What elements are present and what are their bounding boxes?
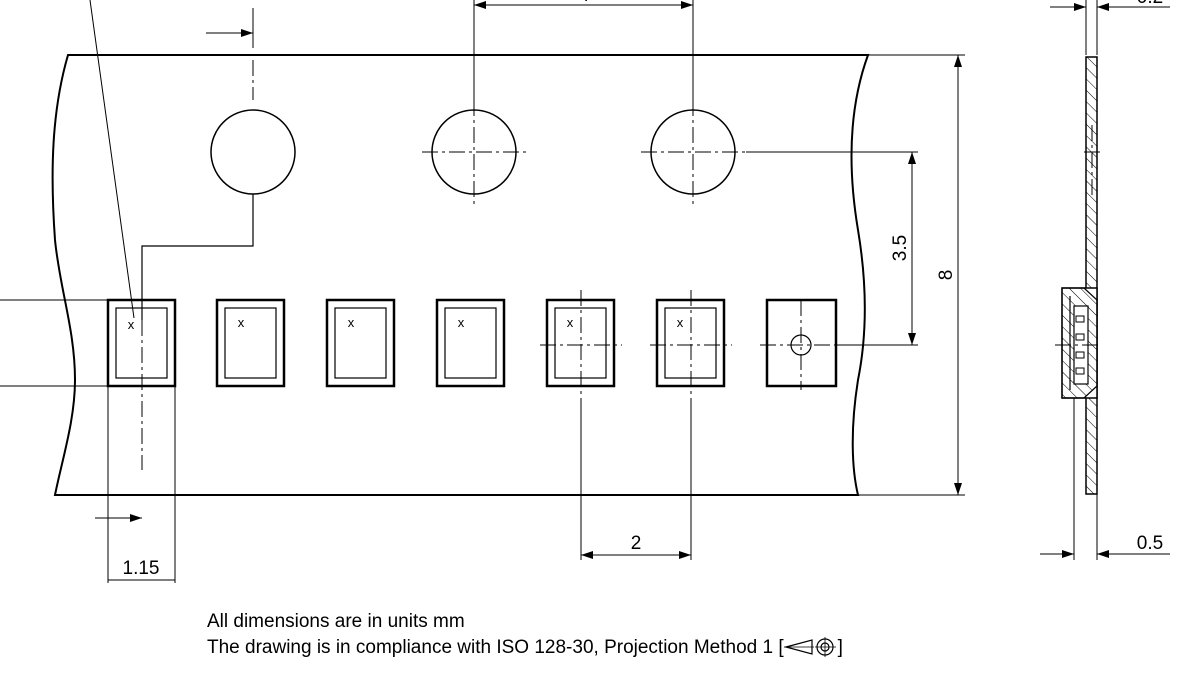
dim-tape-width: 8 (936, 270, 957, 281)
first-angle-projection-icon (783, 637, 838, 665)
pocket (325, 298, 396, 388)
pocket (545, 298, 616, 388)
pocket (106, 298, 177, 388)
pocket-leader-line (89, 0, 135, 319)
pockets (106, 298, 838, 388)
pocket-marker: x (567, 315, 574, 330)
side-dimension-lines (1040, 0, 1170, 560)
dim-hole-pitch: 4 (579, 0, 590, 6)
projection-note-end: ] (837, 637, 843, 658)
extension-lines (0, 0, 965, 583)
units-note: All dimensions are in units mm (207, 611, 465, 632)
pocket-marker: x (238, 315, 245, 330)
hole-to-pocket-leader (141, 194, 254, 320)
projection-note: The drawing is in compliance with ISO 12… (207, 635, 843, 665)
pocket (215, 298, 286, 388)
pocket-empty (765, 298, 838, 388)
pocket (655, 298, 726, 388)
center-lines (141, 60, 840, 470)
pocket-marker: x (677, 315, 684, 330)
projection-note-text: The drawing is in compliance with ISO 12… (207, 637, 784, 658)
tape-outline (51, 54, 870, 496)
pocket-marker: x (458, 315, 465, 330)
dim-hole-to-cavity: 3.5 (890, 235, 911, 261)
dim-cavity-pitch: 2 (631, 533, 642, 554)
dim-cavity-depth: 0.5 (1137, 533, 1163, 554)
pocket (435, 298, 506, 388)
pocket-markers: x x x x x x (128, 315, 684, 332)
side-view (1055, 56, 1100, 495)
dim-tape-thickness: 0.2 (1137, 0, 1163, 8)
dim-hole-offset: 1.15 (123, 558, 160, 579)
sprocket-hole (210, 109, 296, 195)
dimension-lines (95, 0, 962, 581)
drawing-notes: All dimensions are in units mm The drawi… (207, 609, 843, 665)
pocket-marker: x (128, 317, 135, 332)
pocket-marker: x (348, 315, 355, 330)
